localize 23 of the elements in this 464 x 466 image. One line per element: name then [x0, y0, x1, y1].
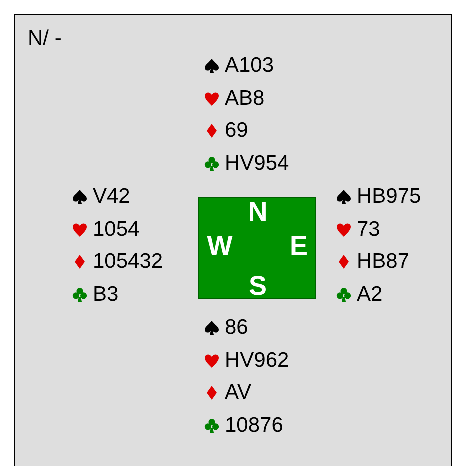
card-holding-text: A103: [225, 54, 274, 78]
card-holding-text: AV: [225, 381, 252, 406]
card-holding-text: 73: [357, 218, 380, 242]
card-holding-text: HB975: [357, 185, 422, 209]
card-holding-text: 10876: [225, 414, 284, 438]
card-holding-text: B3: [93, 282, 119, 307]
card-holding-text: AB8: [225, 86, 265, 111]
dealer-vulnerability-text: N/ -: [28, 27, 62, 51]
deal-panel: [14, 14, 452, 466]
card-holding-text: A2: [357, 282, 383, 307]
card-holding-text: 105432: [93, 250, 164, 274]
card-holding-text: 1054: [93, 218, 140, 242]
card-holding-text: HB87: [357, 250, 410, 274]
card-holding-text: HV962: [225, 348, 290, 373]
compass-letter: E: [290, 232, 308, 260]
compass-letter: N: [248, 198, 268, 226]
compass-square: [198, 197, 316, 299]
compass-letter: S: [249, 272, 267, 300]
compass-letter: W: [207, 232, 233, 260]
card-holding-text: V42: [93, 185, 130, 209]
card-holding-text: 86: [225, 316, 248, 340]
card-holding-text: HV954: [225, 152, 290, 176]
card-holding-text: 69: [225, 119, 248, 144]
